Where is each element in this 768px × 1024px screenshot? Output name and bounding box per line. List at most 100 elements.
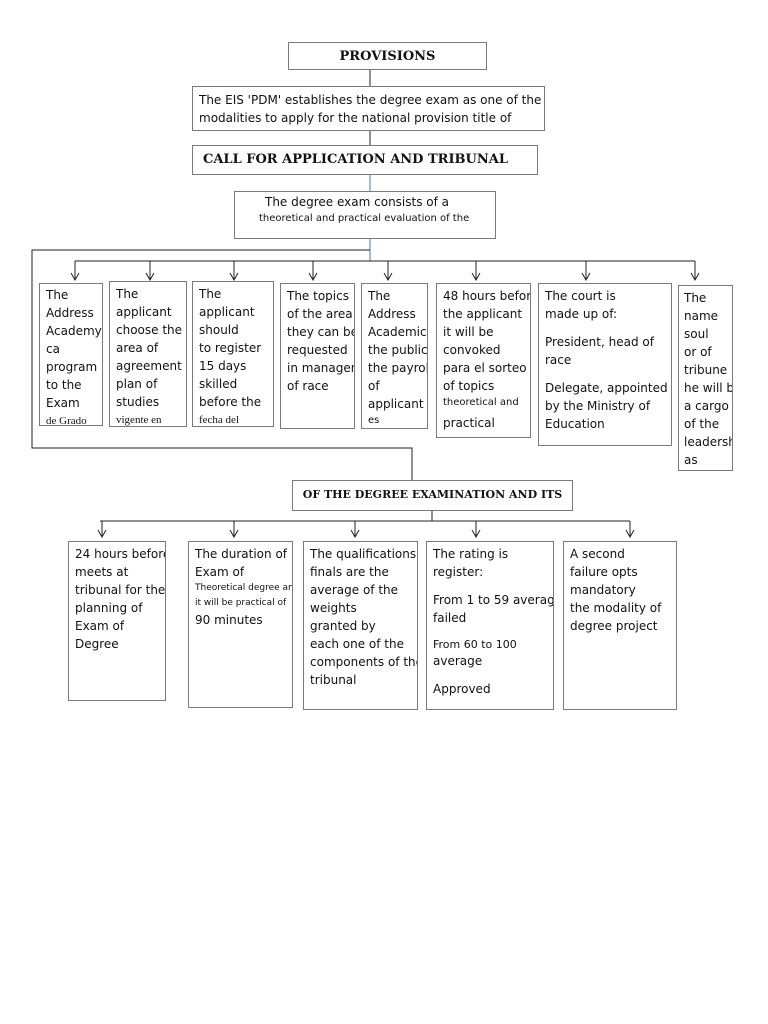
call-item-3-line: fecha del [199, 414, 239, 426]
call-item-1-line: Address [46, 306, 94, 320]
call-item-5-line: the payroll [368, 361, 428, 375]
call-item-4: The topics of the area they can be reque… [280, 283, 355, 429]
call-item-1: The Address Academy ca program to the Ex… [39, 283, 103, 426]
call-item-4-line: of the area [287, 307, 353, 321]
arrow-head-icon [97, 529, 107, 539]
exam-item-2-line: Exam of [195, 565, 245, 579]
exam-item-1-line: 24 hours before [75, 547, 166, 561]
call-item-2-line: The [116, 287, 139, 301]
exam-item-2-line: it will be practical of [195, 598, 287, 608]
call-item-7-line: Delegate, appointed [545, 381, 668, 395]
call-item-3-line: 15 days [199, 359, 247, 373]
exam-item-3-line: finals are the [310, 565, 389, 579]
arrow-head-icon [229, 529, 239, 539]
call-item-4-line: The topics [287, 289, 349, 303]
call-item-2-line: agreement to [116, 359, 186, 373]
exam-item-1-line: Exam of [75, 619, 125, 633]
exam-item-1: 24 hours before meets at tribunal for th… [68, 541, 166, 701]
arrow-head-icon [383, 272, 393, 282]
call-item-2: The applicant choose the area of agreeme… [109, 281, 187, 427]
call-item-8-line: of the [684, 417, 720, 431]
call-item-6-line: it will be [443, 325, 494, 339]
exam-item-3-line: The qualifications [310, 547, 417, 561]
call-item-3-line: skilled [199, 377, 238, 391]
call-item-7: The court is made up of: President, head… [538, 283, 672, 446]
arrow-head-icon [625, 529, 635, 539]
arrow-head-icon [581, 272, 591, 282]
call-item-5-line: Academic [368, 325, 427, 339]
call-item-3-line: applicant [199, 305, 255, 319]
arrow-group-call [70, 261, 700, 282]
exam-item-1-line: tribunal for the [75, 583, 166, 597]
call-item-7-line: race [545, 353, 572, 367]
call-item-8: The name soul or of tribune he will be a… [678, 285, 733, 471]
provisions-line-1: The EIS 'PDM' establishes the degree exa… [199, 93, 542, 107]
call-item-7-line: by the Ministry of [545, 399, 651, 413]
call-item-5: The Address Academic the public the payr… [361, 283, 428, 429]
call-text: The degree exam consists of a theoretica… [234, 191, 496, 239]
exam-item-4: The rating is register: From 1 to 59 ave… [426, 541, 554, 710]
exam-item-3-line: components of the [310, 655, 418, 669]
call-item-6-line: theoretical and [443, 397, 519, 408]
call-title: CALL FOR APPLICATION AND TRIBUNAL [192, 145, 538, 175]
exam-item-2-line: Theoretical degree and [195, 583, 293, 593]
call-item-8-line: as [684, 453, 698, 467]
call-item-6-line: para el sorteo [443, 361, 527, 375]
arrow-head-icon [145, 272, 155, 282]
arrow-head-icon [471, 529, 481, 539]
call-item-8-line: soul [684, 327, 709, 341]
call-item-1-line: to the [46, 378, 82, 392]
call-line-2: theoretical and practical evaluation of … [259, 213, 470, 224]
call-item-6-line: 48 hours before [443, 289, 531, 303]
call-item-2-line: plan of [116, 377, 158, 391]
exam-item-5-line: A second [570, 547, 625, 561]
call-item-3-line: The [199, 287, 222, 301]
exam-item-3: The qualifications finals are the averag… [303, 541, 418, 710]
call-item-6: 48 hours before the applicant it will be… [436, 283, 531, 438]
arrow-group-exam [97, 521, 635, 539]
arrow-head-icon [70, 272, 80, 282]
exam-item-1-line: meets at [75, 565, 129, 579]
call-item-5-line: The [368, 289, 391, 303]
call-item-8-line: tribune [684, 363, 728, 377]
call-item-8-line: he will be [684, 381, 732, 395]
exam-item-3-line: granted by [310, 619, 376, 633]
arrow-head-icon [308, 272, 318, 282]
call-item-6-line: convoked [443, 343, 501, 357]
call-item-8-line: The [684, 291, 707, 305]
call-item-6-line: of topics [443, 379, 495, 393]
exam-item-4-line: register: [433, 565, 484, 579]
arrow-head-icon [690, 272, 700, 282]
exam-item-5-line: failure opts [570, 565, 638, 579]
exam-title: OF THE DEGREE EXAMINATION AND ITS [292, 480, 573, 511]
call-item-1-line: The [46, 288, 69, 302]
call-item-3-line: should [199, 323, 239, 337]
exam-item-4-line: Approved [433, 682, 491, 696]
call-item-7-line: made up of: [545, 307, 618, 321]
exam-item-3-line: average of the [310, 583, 399, 597]
call-item-4-line: requested [287, 343, 348, 357]
call-item-2-line: choose the [116, 323, 183, 337]
exam-item-5: A second failure opts mandatory the moda… [563, 541, 677, 710]
exam-item-4-line: failed [433, 611, 467, 625]
call-item-5-line: applicant [368, 397, 424, 411]
call-item-3-line: to register [199, 341, 262, 355]
call-item-7-line: President, head of [545, 335, 654, 349]
call-item-3-line: before the [199, 395, 262, 409]
exam-item-2-line: 90 minutes [195, 613, 263, 627]
call-item-5-line: es [368, 415, 380, 426]
call-item-3: The applicant should to register 15 days… [192, 281, 274, 427]
arrow-head-icon [229, 272, 239, 282]
exam-item-4-line: From 1 to 59 averages: [433, 593, 554, 607]
call-item-1-line: program [46, 360, 98, 374]
call-item-5-line: Address [368, 307, 416, 321]
exam-item-5-line: degree project [570, 619, 658, 633]
exam-item-1-line: Degree [75, 637, 119, 651]
call-item-4-line: in management [287, 361, 354, 375]
arrow-head-icon [350, 529, 360, 539]
exam-item-5-line: mandatory [570, 583, 636, 597]
exam-item-4-line: average [433, 654, 483, 668]
exam-item-5-line: the modality of [570, 601, 662, 615]
exam-item-1-line: planning of [75, 601, 143, 615]
